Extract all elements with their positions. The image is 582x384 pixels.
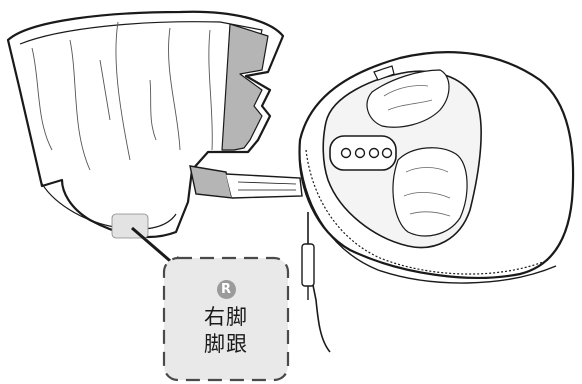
control-button: [356, 149, 365, 158]
wrap-label-patch: [112, 214, 148, 238]
strap-band: [226, 174, 302, 198]
control-button: [342, 149, 351, 158]
callout-box: [164, 258, 288, 380]
strap-connector: [190, 166, 232, 198]
lower-cavity: [393, 148, 467, 236]
power-plug: [302, 244, 314, 286]
control-button: [370, 149, 379, 158]
control-button: [383, 149, 392, 158]
